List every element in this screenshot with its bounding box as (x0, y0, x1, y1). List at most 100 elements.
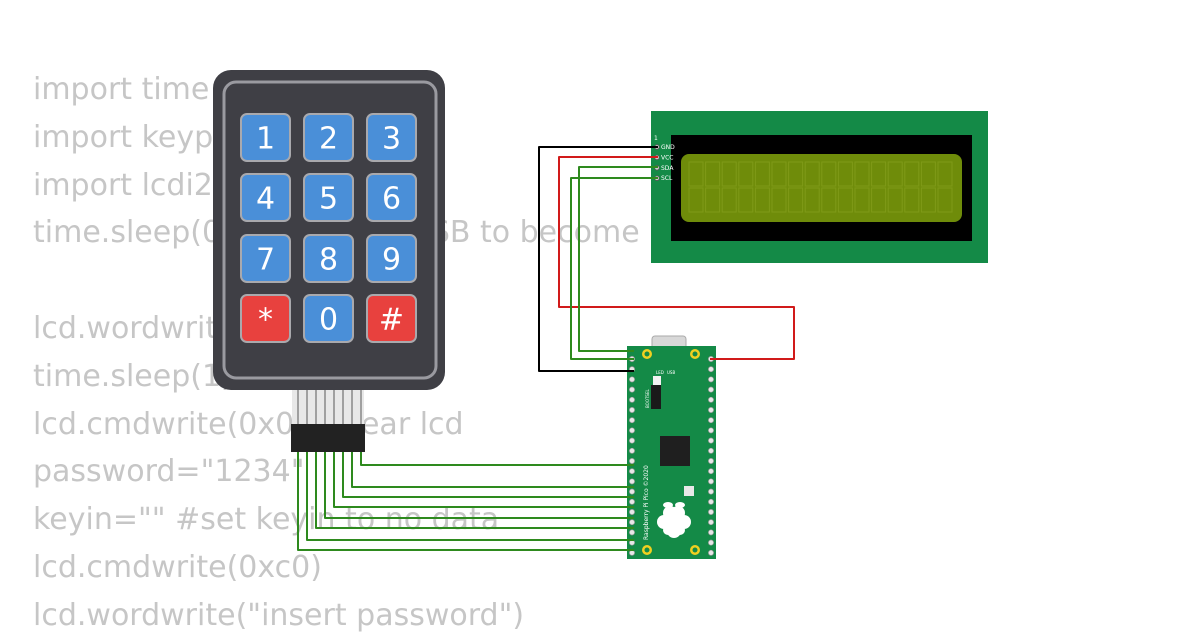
keypad-key-label: 5 (319, 182, 338, 217)
pico-pin[interactable] (708, 386, 714, 393)
pico-pin[interactable] (708, 539, 714, 546)
wire-gnd (538, 146, 658, 372)
keypad-key-face (366, 173, 417, 222)
pico-pin[interactable] (629, 468, 635, 475)
keypad-ribbon-cable (292, 388, 364, 426)
keypad-key-face (240, 294, 291, 343)
pico-pin[interactable] (629, 488, 635, 495)
pico-pin[interactable] (629, 407, 635, 413)
pico-pin[interactable] (629, 437, 635, 444)
keypad-key[interactable]: * (240, 294, 291, 343)
keypad-key[interactable]: 4 (240, 173, 291, 222)
pico-pin[interactable] (629, 458, 635, 464)
lcd-character-cells (688, 161, 953, 213)
pico-pin[interactable] (708, 549, 714, 556)
keypad-key[interactable]: 3 (366, 113, 417, 162)
pico-pin[interactable] (708, 396, 714, 403)
pico-pin[interactable] (629, 386, 635, 393)
lcd-cell (887, 187, 903, 213)
keypad-key[interactable]: 2 (303, 113, 354, 162)
lcd-cell (904, 187, 920, 213)
keypad-key-label: 1 (256, 122, 275, 157)
lcd-cell (738, 161, 754, 187)
lcd-cell (788, 161, 804, 187)
wire-scl (570, 177, 658, 360)
keypad-connector (291, 424, 365, 452)
wire-keypad-7 (306, 452, 634, 541)
pico-pin[interactable] (708, 488, 714, 495)
keypad-key-label: 6 (382, 182, 401, 217)
pico-pins-right (708, 356, 714, 556)
pico-pin[interactable] (629, 478, 635, 485)
pico-pin[interactable] (708, 478, 714, 485)
lcd-pin-label: SCL (661, 175, 673, 182)
pico-pin[interactable] (629, 498, 635, 505)
pico-pin[interactable] (629, 529, 635, 536)
bootsel-button-block (651, 385, 661, 409)
pico-pin[interactable] (708, 427, 714, 434)
pico-pin[interactable] (708, 509, 714, 515)
wires (297, 146, 795, 551)
pico-pin[interactable] (708, 437, 714, 444)
pico-pin[interactable] (708, 417, 714, 424)
pico-pin[interactable] (708, 519, 714, 526)
wire-keypad-8 (297, 452, 634, 551)
lcd-cell (688, 187, 704, 213)
pico-pin[interactable] (629, 519, 635, 526)
pico-pin[interactable] (708, 468, 714, 475)
pico-pin[interactable] (629, 376, 635, 383)
pico-pin[interactable] (629, 417, 635, 424)
pico-pin[interactable] (629, 427, 635, 434)
pico-pin[interactable] (708, 458, 714, 464)
keypad-key-label: 7 (256, 243, 275, 278)
lcd-cell (804, 187, 820, 213)
lcd-pin-label: VCC (661, 154, 673, 161)
code-line: lcd.cmdwrite(0xc0) (33, 549, 322, 585)
wire-keypad-2 (351, 452, 634, 488)
lcd-cell (937, 161, 953, 187)
pico-pin[interactable] (708, 529, 714, 536)
keypad-key[interactable]: 0 (303, 294, 354, 343)
pico-pins-left (629, 356, 635, 556)
lcd-cell (837, 161, 853, 187)
pico-pin[interactable] (708, 366, 714, 373)
wire-keypad-6 (315, 452, 634, 529)
keypad-key[interactable]: # (366, 294, 417, 343)
keypad-key-face (240, 113, 291, 162)
keypad-key-face (366, 294, 417, 343)
keypad-key-face (303, 113, 354, 162)
pico-pin[interactable] (708, 498, 714, 505)
lcd-cell (854, 161, 870, 187)
keypad-key-face (303, 173, 354, 222)
code-line: import time (33, 72, 210, 107)
lcd-cell (821, 161, 837, 187)
lcd-cell (788, 187, 804, 213)
code-line: import lcdi2 (33, 167, 213, 203)
lcd-cell (721, 161, 737, 187)
keypad-key[interactable]: 6 (366, 173, 417, 222)
keypad-key[interactable]: 5 (303, 173, 354, 222)
code-line: lcd.wordwrite("insert password") (33, 597, 525, 633)
keypad-key[interactable]: 9 (366, 234, 417, 283)
pico-pin[interactable] (708, 447, 714, 454)
keypad-key[interactable]: 1 (240, 113, 291, 162)
pico-pin[interactable] (629, 509, 635, 515)
raspberry-pi-pico[interactable]: LED USB BOOTSEL Raspberry Pi Pico ©2020 (627, 335, 716, 559)
pico-pin[interactable] (708, 407, 714, 413)
keypad-key-label: 2 (319, 122, 338, 157)
keypad-key[interactable]: 8 (303, 234, 354, 283)
lcd-pin-label: SDA (661, 165, 674, 172)
code-line: lcd.cmdwrite(0x0 ear lcd (33, 406, 464, 442)
pico-pin[interactable] (629, 447, 635, 454)
code-line: import keyp (33, 119, 214, 155)
pico-pin[interactable] (629, 396, 635, 403)
pico-pin[interactable] (708, 376, 714, 383)
keypad-key-face (240, 173, 291, 222)
keypad-key[interactable]: 7 (240, 234, 291, 283)
lcd-cell (937, 187, 953, 213)
mounting-hole-center (644, 547, 650, 553)
lcd-cell (804, 161, 820, 187)
